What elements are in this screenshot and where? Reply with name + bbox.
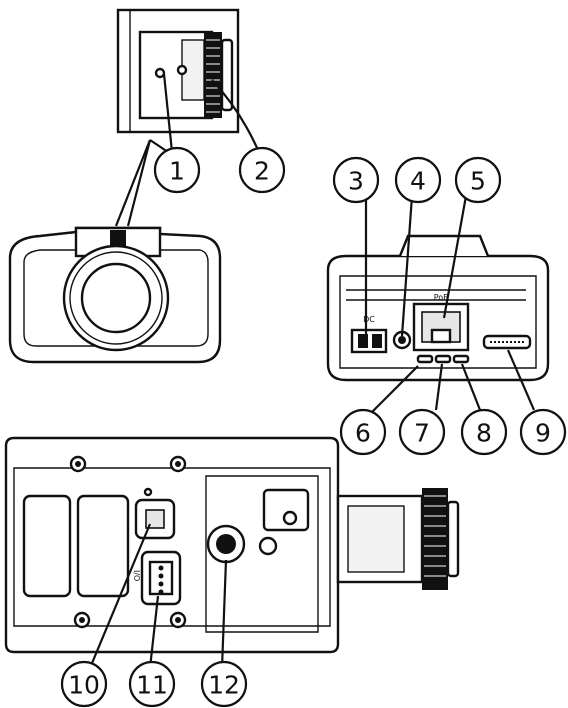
callout-5-leader <box>442 195 468 319</box>
callout-10-label: 10 <box>68 671 100 700</box>
callout-1-leader-a <box>114 139 152 227</box>
camera-side-view <box>116 8 240 134</box>
callout-8-leader <box>460 363 482 411</box>
callout-12-leader <box>220 559 228 669</box>
callout-7: 7 <box>398 408 446 456</box>
callout-9-label: 9 <box>535 419 551 448</box>
callout-1-leader-c <box>149 139 169 153</box>
camera-bottom-view: I/O <box>4 436 460 654</box>
dc-port-marking: DC <box>363 315 375 324</box>
callout-1-leader-b <box>126 139 152 227</box>
callout-1-label: 1 <box>169 157 185 186</box>
callout-6: 6 <box>339 408 387 456</box>
camera-front-view <box>8 226 222 364</box>
callout-2: 2 <box>238 146 286 194</box>
io-port-marking: I/O <box>132 570 141 581</box>
callout-6-label: 6 <box>355 419 371 448</box>
callout-11: 11 <box>128 660 176 708</box>
callout-8: 8 <box>460 408 508 456</box>
camera-rear-view: DC PoE <box>326 234 550 382</box>
callout-8-label: 8 <box>476 419 492 448</box>
callout-9-leader <box>506 349 536 411</box>
callout-2-leader <box>211 79 260 151</box>
callout-10-leader <box>88 523 152 669</box>
poe-port-marking: PoE <box>434 293 449 302</box>
callout-1-leader <box>162 73 174 153</box>
callout-12-label: 12 <box>208 671 240 700</box>
callout-9: 9 <box>519 408 567 456</box>
callout-6-leader <box>371 365 419 413</box>
callout-3: 3 <box>332 156 380 204</box>
callout-4-label: 4 <box>410 167 426 196</box>
callout-10: 10 <box>60 660 108 708</box>
callout-2-label: 2 <box>254 157 270 186</box>
callout-3-label: 3 <box>348 167 364 196</box>
callout-5-label: 5 <box>470 167 486 196</box>
callout-12: 12 <box>200 660 248 708</box>
callout-7-leader <box>434 363 444 411</box>
callout-5: 5 <box>454 156 502 204</box>
callout-4-leader <box>400 195 414 337</box>
callout-4: 4 <box>394 156 442 204</box>
callout-11-label: 11 <box>136 671 168 700</box>
callout-7-label: 7 <box>414 419 430 448</box>
callout-11-leader <box>148 595 160 669</box>
callout-1: 1 <box>153 146 201 194</box>
